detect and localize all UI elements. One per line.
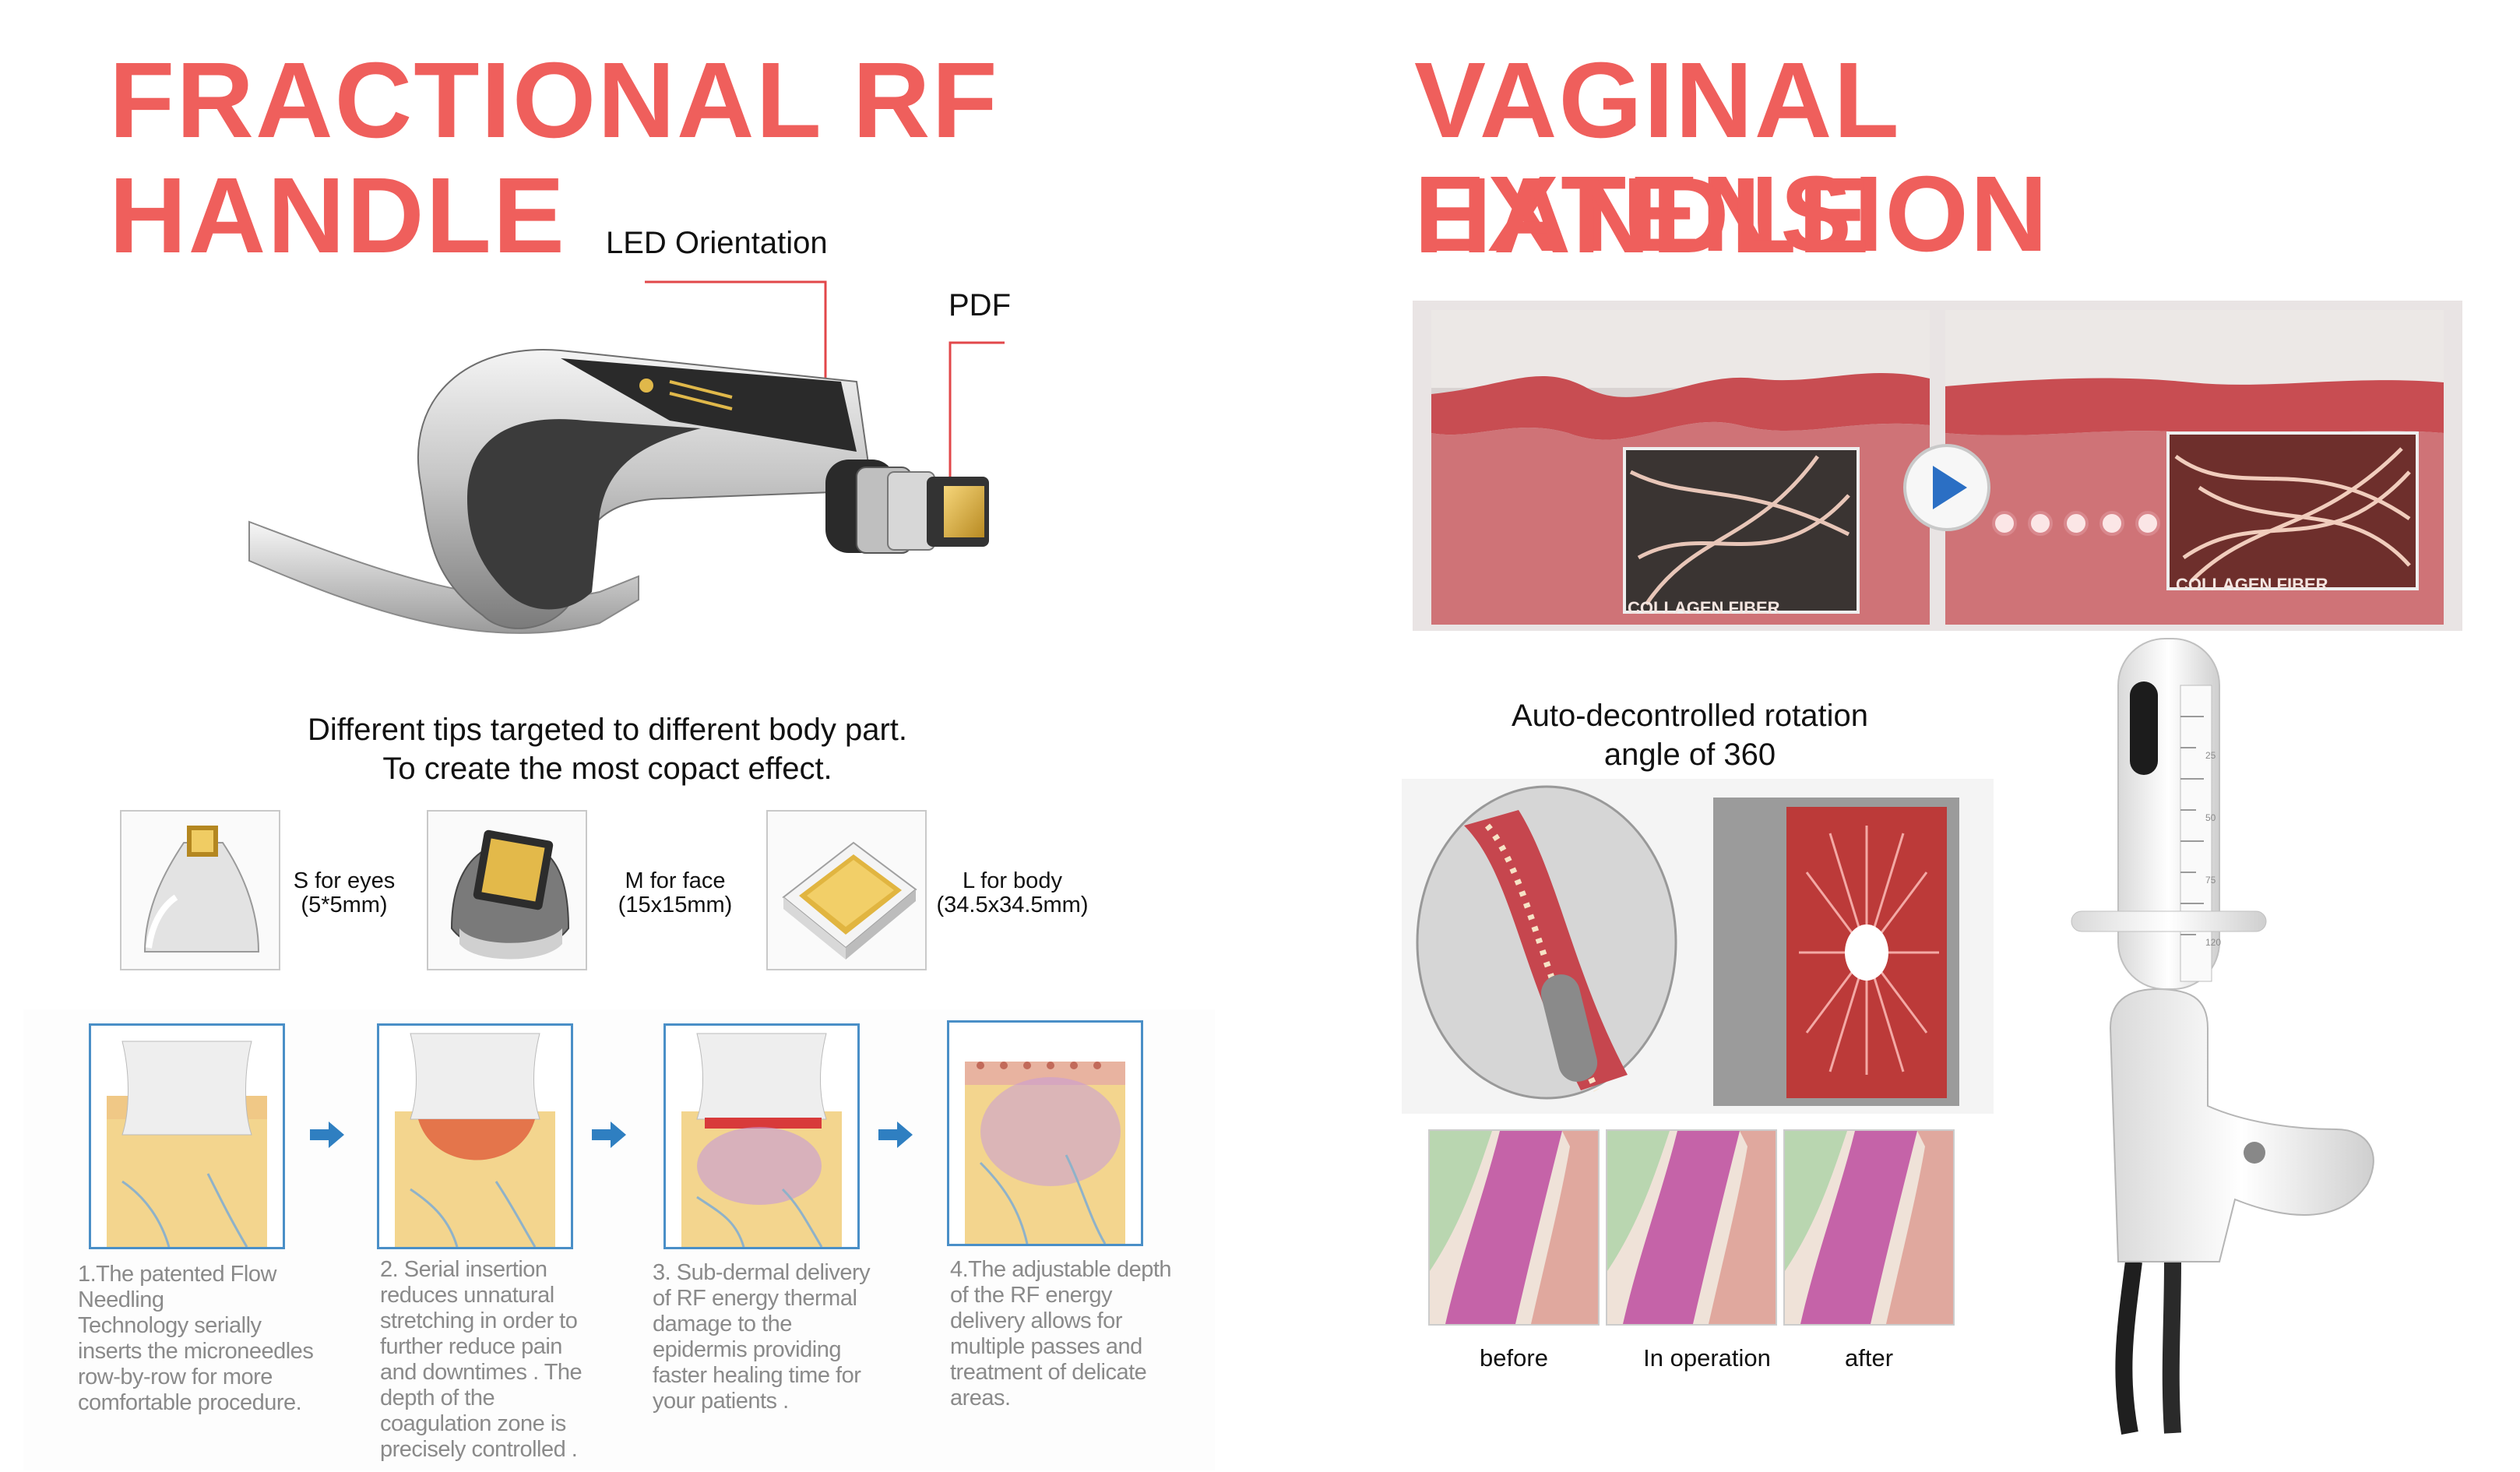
step-3-line-6: your patients . [653,1389,789,1414]
stage-before-label: before [1480,1344,1548,1372]
scale-mark-25: 25 [2205,750,2216,761]
tips-lead-line2: To create the most copact effect. [382,752,832,786]
step-arrow-3-icon [878,1122,913,1148]
vaginal-handpiece-illustration: 25 50 75 120 [2071,638,2374,1435]
step-arrow-2-icon [592,1122,626,1148]
step-3-line-2: of RF energy thermal [653,1286,857,1311]
rf-handpiece-illustration [248,280,1005,634]
step-1-line-5: row-by-row for more [78,1365,273,1389]
vaginal-extension-title-line1: VAGINAL EXTENSION [1414,40,2050,274]
step-1-image [89,1023,285,1249]
scale-mark-120: 120 [2205,937,2221,948]
stage-in-operation-label: In operation [1643,1344,1771,1372]
step-4-line-4: multiple passes and [950,1334,1142,1359]
step-1-line-3: Technology serially [78,1313,262,1338]
collagen-fiber-label-before: COLLAGEN FIBER [1628,598,1780,618]
pdf-callout: PDF [949,288,1011,322]
step-2-line-3: stretching in order to [380,1308,578,1333]
vaginal-extension-title-line2: HANDLE [1414,156,1871,276]
led-orientation-callout: LED Orientation [606,226,828,260]
scale-mark-50: 50 [2205,812,2216,823]
step-2-line-7: coagulation zone is [380,1411,566,1436]
step-4-line-6: areas. [950,1386,1011,1410]
step-4-line-1: 4.The adjustable depth [950,1257,1172,1282]
step-1-line-6: comfortable procedure. [78,1390,302,1415]
tip-s-label-line1: S for eyes [293,868,396,893]
tip-s-label-line2: (5*5mm) [301,893,388,917]
tip-s-label: S for eyes (5*5mm) [282,869,407,917]
step-3-line-1: 3. Sub-dermal delivery [653,1260,871,1285]
step-4-line-5: treatment of delicate [950,1360,1147,1385]
step-2-caption: 2. Serial insertion reduces unnatural st… [380,1257,629,1463]
stage-after-image [1783,1129,1955,1326]
stage-before-image [1428,1129,1600,1326]
scale-mark-75: 75 [2205,875,2216,886]
stage-after-label: after [1844,1344,1894,1372]
step-3-line-4: epidermis providing [653,1337,841,1362]
collagen-comparison-panel: COLLAGEN FIBER COLLAGEN FIBER [1413,301,2462,631]
step-2-line-4: further reduce pain [380,1334,562,1359]
tip-l-label: L for body (34.5x34.5mm) [927,869,1098,917]
step-4-line-2: of the RF energy [950,1283,1113,1308]
step-3-image [663,1023,860,1249]
tips-lead-line1: Different tips targeted to different bod… [307,713,908,747]
tip-m-label-line2: (15x15mm) [618,893,733,917]
step-3-line-3: damage to the [653,1312,792,1336]
collagen-fiber-label-after: COLLAGEN FIBER [2176,575,2328,594]
tip-s-image [120,810,280,970]
step-2-image [377,1023,573,1249]
tip-m-label: M for face (15x15mm) [601,869,749,917]
fractional-rf-title-line1: FRACTIONAL RF [109,40,999,160]
step-2-line-6: depth of the [380,1386,495,1410]
tip-l-label-line2: (34.5x34.5mm) [936,893,1089,917]
step-1-line-2: Needling [78,1287,164,1312]
rotation-caption-line2: angle of 360 [1603,738,1776,772]
step-1-line-4: inserts the microneedles [78,1339,314,1364]
tip-l-label-line1: L for body [963,868,1062,893]
step-3-line-5: faster healing time for [653,1363,861,1388]
step-1-line-1: 1.The patented Flow [78,1262,276,1287]
tip-m-image [427,810,587,970]
step-3-caption: 3. Sub-dermal delivery of RF energy ther… [653,1260,902,1414]
rotation-caption-line1: Auto-decontrolled rotation [1511,699,1869,733]
step-2-line-1: 2. Serial insertion [380,1257,547,1282]
stage-in-operation-image [1606,1129,1777,1326]
tip-l-image [766,810,927,970]
step-4-image [947,1020,1143,1246]
step-2-line-5: and downtimes . The [380,1360,582,1385]
step-4-caption: 4.The adjustable depth of the RF energy … [950,1257,1199,1411]
step-4-line-3: delivery allows for [950,1308,1122,1333]
step-arrow-1-icon [310,1122,344,1148]
step-2-line-8: precisely controlled . [380,1437,578,1462]
step-2-line-2: reduces unnatural [380,1283,554,1308]
fractional-rf-title-line2: HANDLE [109,156,566,276]
tip-m-label-line1: M for face [625,868,726,893]
step-1-caption: 1.The patented Flow Needling Technology … [78,1262,335,1416]
rotation-illustration-panel [1402,779,1994,1114]
